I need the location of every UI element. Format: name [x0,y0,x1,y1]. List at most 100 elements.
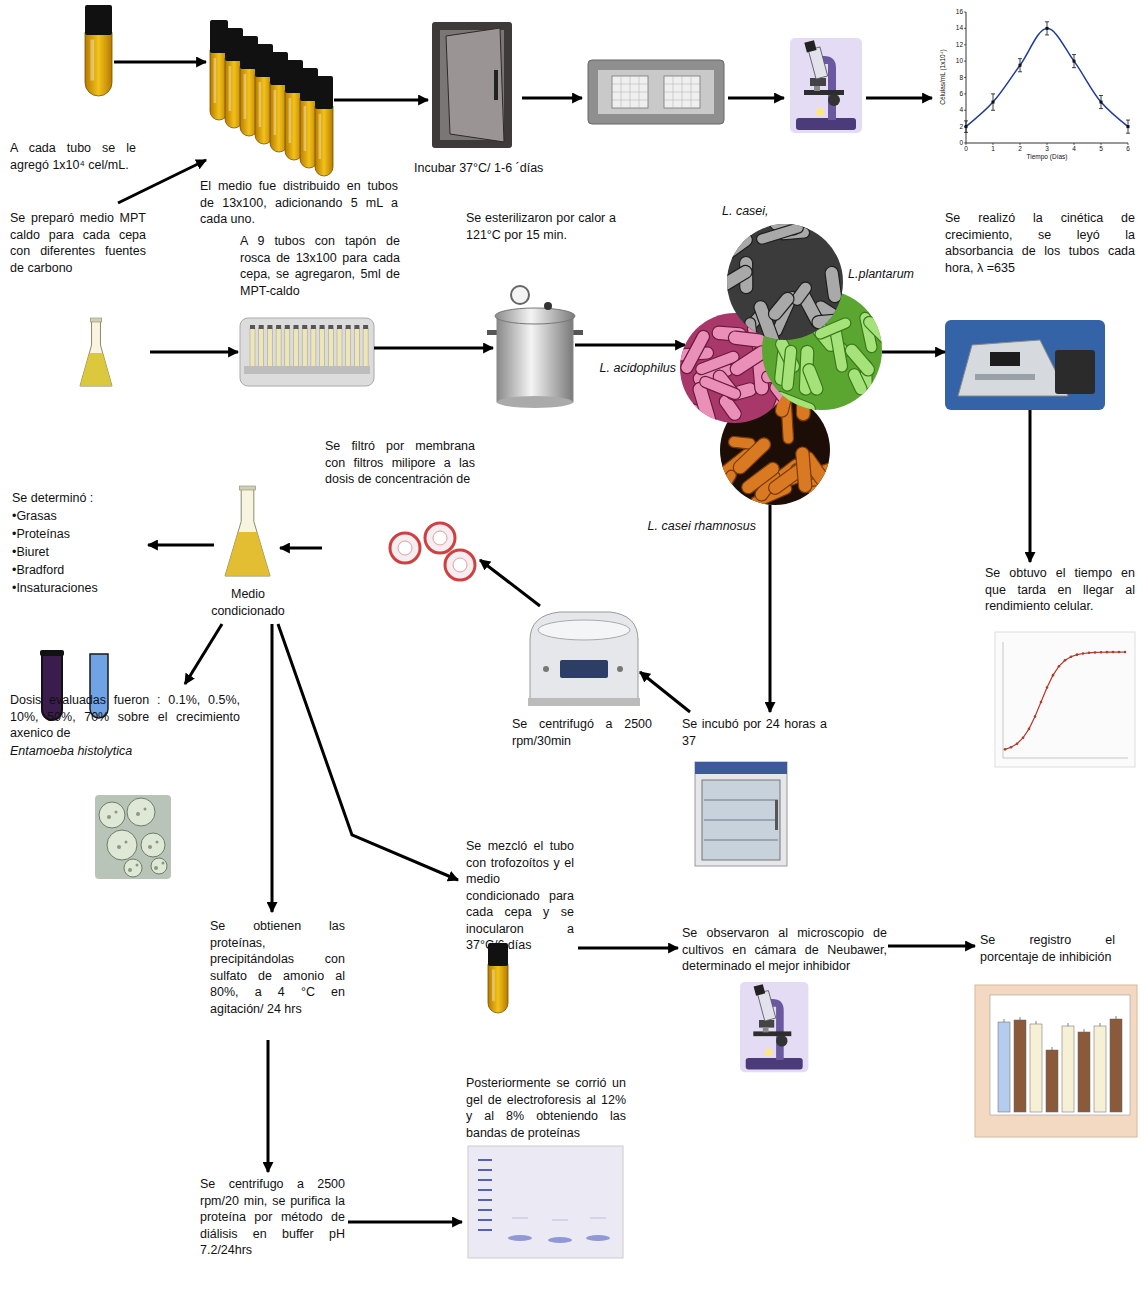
growth-chart [1099,108,1103,109]
flow-arrow [578,947,678,950]
flow-arrow [1029,410,1032,562]
step-text: Posteriormente se corrió un gel de elect… [466,1075,626,1141]
tube-set [244,74,247,119]
membrane-filter [453,558,467,572]
microscope-picture [776,1035,787,1046]
tube-rack [363,328,368,372]
amoeba-micrograph [151,858,167,874]
amoeba-micrograph [127,798,155,826]
electrophoresis-gel [478,1169,492,1171]
centrifuge-picture [528,612,640,706]
bacteria-micrograph [708,378,836,522]
growth-chart [965,125,968,128]
inhibition-chart [975,985,1137,1137]
microscope-picture [828,94,840,106]
step-text: Dosis evaluadas fueron : 0.1%, 0.5%, 10%… [10,692,240,742]
species-label: L. casei, [722,203,802,220]
centrifuge-picture [528,698,640,706]
microscope-picture [765,1049,773,1057]
tube-rack [302,328,307,372]
bacteria-rod [698,375,742,401]
bacteria-circle: L. casei, [727,224,843,340]
growth-chart [964,77,966,78]
growth-chart [964,110,966,111]
step-text: Entamoeba histolytica [10,743,240,760]
microscope-picture [753,1031,791,1036]
bacteria-micrograph [727,224,843,340]
inhibition-chart [1100,1023,1101,1026]
spectrophotometer-picture [945,320,1105,410]
tube-set [214,58,217,103]
centrifuge-picture [530,612,638,700]
step-text: •Proteínas [12,526,142,543]
step-text: Se realizó la cinética de crecimiento, s… [945,210,1135,276]
inhibition-chart [1030,1024,1042,1112]
bacteria-rod [731,435,774,477]
flow-arrow [114,61,206,64]
step-node: Incubar 37°C/ 1-6 ´días [428,18,516,150]
step-text: Se obtuvo el tiempo en que tarda en lleg… [985,565,1135,615]
flow-arrow [640,672,690,712]
microscope-picture [790,38,862,133]
tube-set [259,82,262,127]
growth-chart [1047,143,1048,145]
growth-chart [964,28,966,29]
amoeba-micrograph [115,811,118,814]
amoeba-micrograph [148,845,152,849]
neubauer-chamber [598,70,714,114]
step-node: A cada tubo se le agregó 1x10⁴ cel/mL. [84,4,114,96]
growth-chart [1099,95,1103,96]
inhibition-chart [1116,1016,1117,1019]
tube-rack [240,318,374,386]
step-node: Se observaron al microscopio de cultivos… [678,922,888,1072]
step-text: Se filtró por membrana con filtros milip… [325,438,475,488]
incubator-picture [775,800,778,830]
tube-rack [276,328,281,372]
autoclave-picture [497,396,573,408]
bacteria-rod [708,468,738,509]
axis-tick-label: 16 [946,8,963,16]
tube-rack [267,328,272,372]
spectrophotometer-picture [990,352,1020,366]
flow-arrow [728,97,784,100]
inhibition-chart [1078,1032,1090,1112]
flow-arrow [522,97,582,100]
flow-arrow [866,97,932,100]
centrifuge-picture [543,666,549,672]
growth-chart [1018,58,1022,59]
tube-rack [363,325,368,329]
growth-graph [1070,655,1073,658]
electrophoresis-gel [468,1146,623,1258]
step-node: El medio fue distribuido en tubos de 13x… [206,18,334,173]
axis-tick-label: 4 [1068,145,1080,153]
growth-chart [964,44,966,45]
bacteria-rod [846,367,869,397]
axis-title: Células/mL (1x10⁴) [939,37,947,117]
growth-chart [966,12,1128,143]
step-text: A cada tubo se le agregó 1x10⁴ cel/mL. [10,140,136,173]
growth-chart [1128,143,1129,145]
incubator-picture [695,762,787,866]
step-node: Se filtró por membrana con filtros milip… [322,435,480,587]
step-text: Se preparó medio MPT caldo para cada cep… [10,210,146,276]
growth-graph [1003,642,1128,758]
growth-chart [1045,34,1049,35]
step-text: Se obtienen las proteínas, precipitándol… [210,918,345,1017]
inhibition-chart [1046,1050,1058,1112]
amoeba-micrograph [136,812,140,816]
tube-rack [346,325,351,329]
microscope-picture [754,984,766,996]
flask-picture [225,532,270,576]
bacteria-rod [861,314,896,349]
tube-rack [328,325,333,329]
electrophoresis-gel [478,1229,492,1231]
growth-graph [1005,652,1125,749]
tube-set [289,98,292,143]
bacteria-rod [766,290,797,323]
inhibition-chart [1062,1026,1074,1112]
amoeba-micrograph [107,815,111,819]
growth-chart [966,121,967,132]
step-node: Se incubó por 24 horas a 37 [678,712,828,872]
flask-picture [80,353,112,386]
amoeba-micrograph [95,795,171,879]
